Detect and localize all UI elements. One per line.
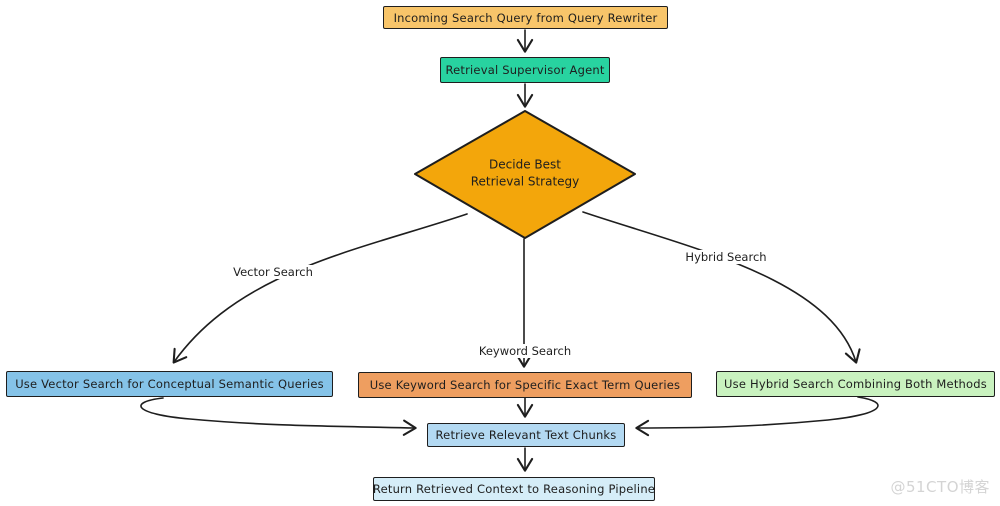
node-incoming-query-label: Incoming Search Query from Query Rewrite… bbox=[393, 10, 658, 25]
node-retrieve-chunks-label: Retrieve Relevant Text Chunks bbox=[435, 428, 617, 442]
watermark: @51CTO博客 bbox=[890, 478, 990, 496]
edge-hybrid-to-retrieve-arrow bbox=[635, 396, 879, 437]
node-retrieve-chunks: Retrieve Relevant Text Chunks bbox=[427, 423, 625, 447]
edge-label-keyword-search: Keyword Search bbox=[474, 344, 576, 358]
edge-decide-to-hybrid-arrow bbox=[582, 211, 861, 364]
node-keyword-search-strategy: Use Keyword Search for Specific Exact Te… bbox=[358, 372, 692, 398]
node-return-context: Return Retrieved Context to Reasoning Pi… bbox=[373, 477, 655, 501]
node-supervisor-agent: Retrieval Supervisor Agent bbox=[440, 57, 610, 83]
node-incoming-query: Incoming Search Query from Query Rewrite… bbox=[383, 6, 668, 29]
node-return-context-label: Return Retrieved Context to Reasoning Pi… bbox=[372, 482, 656, 496]
node-supervisor-agent-label: Retrieval Supervisor Agent bbox=[445, 63, 605, 77]
node-vector-search-strategy: Use Vector Search for Conceptual Semanti… bbox=[6, 371, 333, 397]
edge-vector-to-retrieve-arrow bbox=[140, 397, 417, 436]
node-hybrid-search-strategy-label: Use Hybrid Search Combining Both Methods bbox=[724, 377, 987, 391]
edge-label-vector-search: Vector Search bbox=[229, 265, 317, 279]
node-hybrid-search-strategy: Use Hybrid Search Combining Both Methods bbox=[716, 371, 995, 397]
edge-decide-to-vector-arrow bbox=[172, 213, 468, 364]
node-decide-label: Decide Best Retrieval Strategy bbox=[470, 157, 580, 189]
edge-label-hybrid-search: Hybrid Search bbox=[681, 250, 771, 264]
node-keyword-search-strategy-label: Use Keyword Search for Specific Exact Te… bbox=[369, 378, 681, 392]
decision-diamond-shape bbox=[414, 110, 636, 239]
node-vector-search-strategy-label: Use Vector Search for Conceptual Semanti… bbox=[15, 377, 324, 391]
